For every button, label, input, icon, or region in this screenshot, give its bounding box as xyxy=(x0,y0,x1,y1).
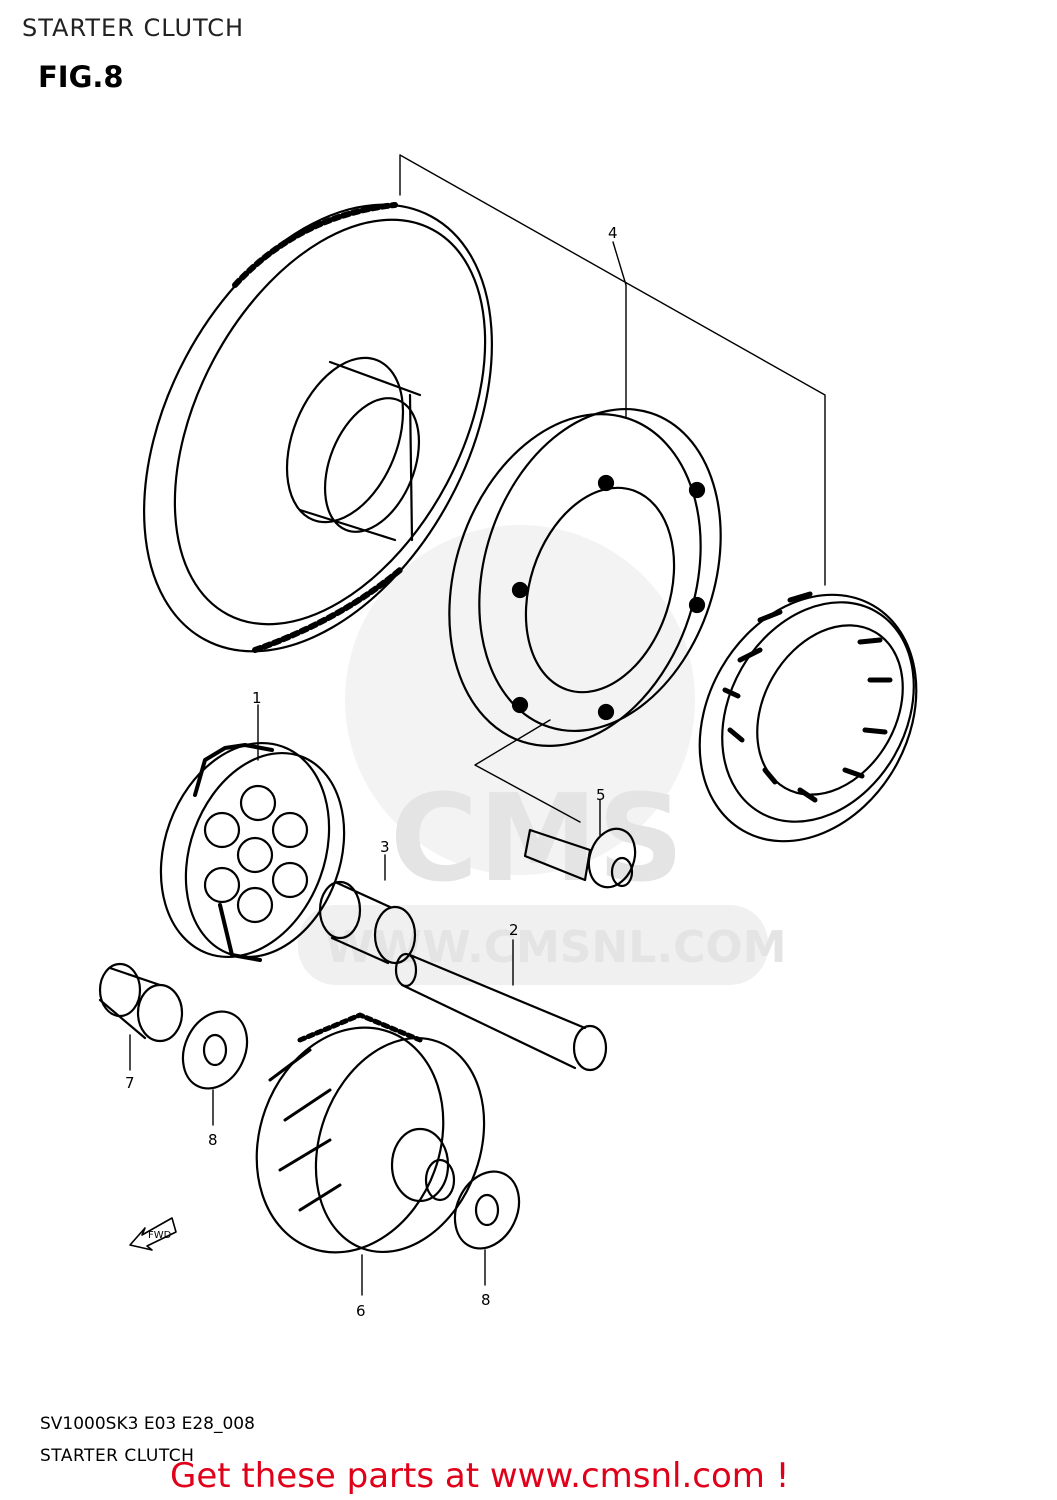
callout-2: 2 xyxy=(509,921,519,939)
cta-link[interactable]: Get these parts at www.cmsnl.com ! xyxy=(170,1456,790,1496)
callout-8-upper: 8 xyxy=(208,1131,218,1149)
shaft xyxy=(394,952,608,1072)
bush-3 xyxy=(318,880,417,965)
page-title: STARTER CLUTCH xyxy=(22,14,245,42)
washer-lower xyxy=(453,1170,521,1250)
callout-8-lower: 8 xyxy=(481,1291,491,1309)
one-way-clutch xyxy=(698,591,918,843)
leader-lines xyxy=(129,154,826,1296)
footer-title: STARTER CLUTCH xyxy=(40,1446,195,1466)
callout-4: 4 xyxy=(608,224,618,242)
model-code: SV1000SK3 E03 E28_008 xyxy=(40,1414,255,1434)
watermark-url: WWW.CMSNL.COM xyxy=(325,922,787,973)
callout-5: 5 xyxy=(596,786,606,804)
gear-assembly xyxy=(255,1012,486,1254)
callout-3: 3 xyxy=(380,838,390,856)
fwd-arrow-icon: FWD xyxy=(129,1217,177,1251)
callout-1: 1 xyxy=(252,689,262,707)
figure-label: FIG.8 xyxy=(38,60,124,94)
starter-driven-gear xyxy=(143,202,493,653)
clutch-housing xyxy=(448,408,722,747)
callout-7: 7 xyxy=(125,1074,135,1092)
starter-idle-gear xyxy=(159,741,346,962)
washer-upper xyxy=(181,1010,249,1090)
fwd-label: FWD xyxy=(148,1230,172,1241)
callout-6: 6 xyxy=(356,1302,366,1320)
bush-7 xyxy=(98,962,184,1043)
bolt xyxy=(523,827,637,889)
watermark-logo: CMS xyxy=(390,770,684,909)
